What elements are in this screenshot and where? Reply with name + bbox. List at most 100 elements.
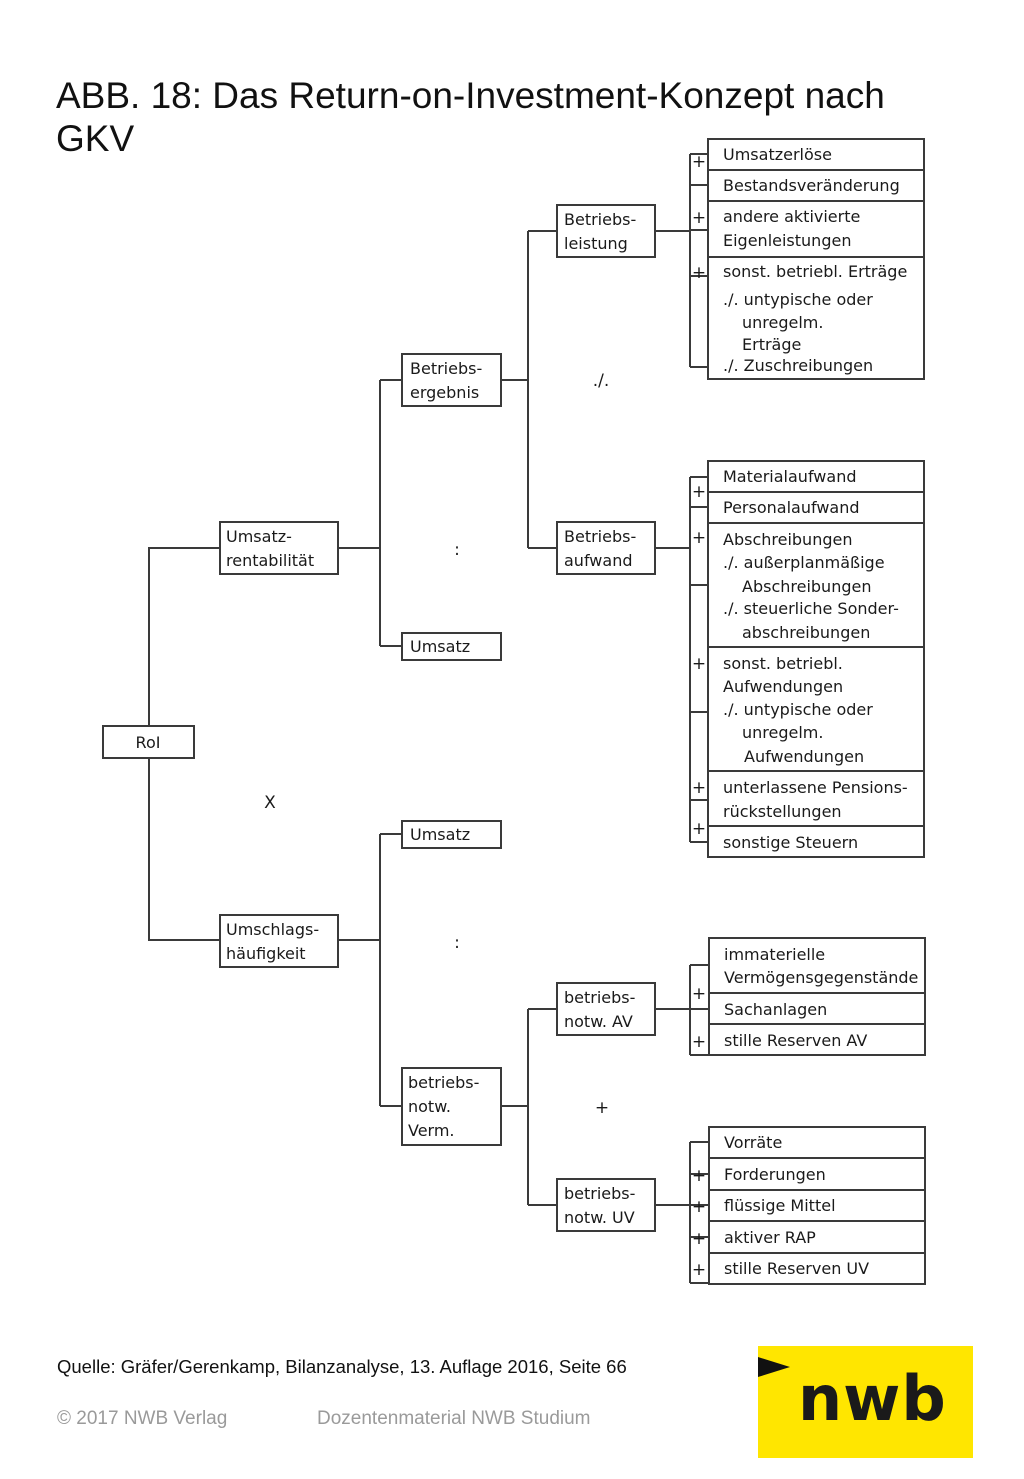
av-item-list: immaterielle Vermögensgegenstände Sachan… bbox=[692, 937, 926, 1056]
item-abschreibungen: Abschreibungen bbox=[723, 530, 852, 549]
svg-text:+: + bbox=[692, 819, 706, 839]
item-aktiver-rap: aktiver RAP bbox=[724, 1228, 816, 1247]
svg-text:Umsatz-: Umsatz- bbox=[226, 527, 292, 546]
item-vorraete: Vorräte bbox=[724, 1133, 782, 1152]
nwb-logo: nwb bbox=[758, 1346, 973, 1458]
svg-text:häufigkeit: häufigkeit bbox=[226, 944, 306, 963]
connector-uv-items bbox=[655, 1141, 708, 1284]
connector-leistung-items bbox=[655, 153, 708, 368]
operator-plus: + bbox=[595, 1098, 609, 1118]
svg-text:notw. AV: notw. AV bbox=[564, 1012, 633, 1031]
node-betriebsnotw-vermoegen: betriebs- notw. Verm. bbox=[401, 1067, 502, 1146]
svg-text:Umsatz: Umsatz bbox=[410, 637, 470, 656]
item-forderungen: Forderungen bbox=[724, 1165, 826, 1184]
svg-text:Aufwendungen: Aufwendungen bbox=[723, 677, 843, 696]
svg-text:betriebs-: betriebs- bbox=[564, 1184, 635, 1203]
title-occlusion bbox=[140, 126, 700, 166]
pointer-arrow-icon bbox=[758, 1357, 790, 1377]
node-betriebsnotw-uv: betriebs- notw. UV bbox=[556, 1178, 656, 1232]
connector-av-items bbox=[655, 964, 708, 1056]
connector-vermoegen-split bbox=[501, 1008, 557, 1206]
svg-text:./. untypische oder: ./. untypische oder bbox=[723, 700, 873, 719]
operator-minus: ./. bbox=[593, 371, 610, 391]
svg-text:+: + bbox=[692, 1260, 706, 1280]
svg-text:betriebs-: betriebs- bbox=[564, 988, 635, 1007]
svg-text:Betriebs-: Betriebs- bbox=[410, 359, 482, 378]
svg-text:notw. UV: notw. UV bbox=[564, 1208, 635, 1227]
svg-text:Verm.: Verm. bbox=[408, 1121, 455, 1140]
footer-copyright: © 2017 NWB Verlag bbox=[57, 1408, 228, 1429]
node-roi: RoI bbox=[102, 725, 195, 759]
item-sonstige-steuern: sonstige Steuern bbox=[723, 833, 858, 852]
svg-text:+: + bbox=[692, 984, 706, 1004]
node-betriebsleistung: Betriebs- leistung bbox=[556, 204, 656, 258]
svg-text:leistung: leistung bbox=[564, 234, 628, 253]
item-stille-reserven-uv: stille Reserven UV bbox=[724, 1259, 869, 1278]
connector-rentabilitaet-split bbox=[379, 379, 402, 647]
item-aktivierte-eigenleistungen: andere aktivierte bbox=[723, 207, 860, 226]
operator-divide-bottom: : bbox=[454, 933, 460, 953]
svg-text:+: + bbox=[692, 208, 706, 228]
svg-text:./. steuerliche Sonder-: ./. steuerliche Sonder- bbox=[723, 599, 899, 618]
svg-text:rückstellungen: rückstellungen bbox=[723, 802, 842, 821]
svg-text:Umsatz: Umsatz bbox=[410, 825, 470, 844]
operator-divide-top: : bbox=[454, 540, 460, 560]
svg-text:Abschreibungen: Abschreibungen bbox=[742, 577, 871, 596]
item-materialaufwand: Materialaufwand bbox=[723, 467, 856, 486]
connector-aufwand-items bbox=[655, 476, 708, 843]
node-betriebsaufwand: Betriebs- aufwand bbox=[556, 521, 656, 575]
page-title: ABB. 18: Das Return-on-Investment-Konzep… bbox=[56, 75, 885, 159]
connector-roi-umschlag bbox=[148, 758, 220, 941]
node-umsatz-top: Umsatz bbox=[401, 632, 502, 661]
svg-text:+: + bbox=[692, 528, 706, 548]
node-betriebsergebnis: Betriebs- ergebnis bbox=[401, 353, 502, 407]
svg-text:aufwand: aufwand bbox=[564, 551, 632, 570]
footer-material: Dozentenmaterial NWB Studium bbox=[317, 1408, 591, 1429]
svg-text:unregelm.: unregelm. bbox=[742, 723, 823, 742]
item-fluessige-mittel: flüssige Mittel bbox=[724, 1196, 836, 1215]
svg-text:Vermögensgegenstände: Vermögensgegenstände bbox=[724, 968, 918, 987]
connector-lines bbox=[148, 153, 708, 1284]
svg-text:+: + bbox=[692, 152, 706, 172]
svg-text:betriebs-: betriebs- bbox=[408, 1073, 479, 1092]
svg-text:Umschlags-: Umschlags- bbox=[226, 920, 319, 939]
svg-text:Aufwendungen: Aufwendungen bbox=[744, 747, 864, 766]
connector-umschlag-split bbox=[379, 833, 402, 1107]
uv-item-list: Vorräte Forderungen flüssige Mittel akti… bbox=[692, 1126, 926, 1285]
item-immaterielle: immaterielle bbox=[724, 945, 825, 964]
item-pensionsrueckstellungen: unterlassene Pensions- bbox=[723, 778, 908, 797]
item-sonst-aufwendungen: sonst. betriebl. bbox=[723, 654, 843, 673]
node-umschlagshaeufigkeit: Umschlags- häufigkeit bbox=[219, 914, 339, 968]
item-bestandsveraenderung: Bestandsveränderung bbox=[723, 176, 900, 195]
svg-text:Betriebs-: Betriebs- bbox=[564, 527, 636, 546]
svg-text:rentabilität: rentabilität bbox=[226, 551, 314, 570]
svg-text:./. Zuschreibungen: ./. Zuschreibungen bbox=[723, 356, 873, 375]
svg-text:Eigenleistungen: Eigenleistungen bbox=[723, 231, 851, 250]
svg-text:+: + bbox=[692, 778, 706, 798]
aufwand-item-list: Materialaufwand Personalaufwand Abschrei… bbox=[692, 460, 925, 858]
svg-text:abschreibungen: abschreibungen bbox=[742, 623, 870, 642]
nwb-logo-text: nwb bbox=[798, 1362, 947, 1435]
svg-text:Erträge: Erträge bbox=[742, 335, 801, 354]
roi-tree-diagram: RoI Umsatz- rentabilität Umschlags- häuf… bbox=[102, 138, 926, 1285]
operator-multiply: X bbox=[264, 793, 276, 813]
item-personalaufwand: Personalaufwand bbox=[723, 498, 860, 517]
connector-ergebnis-split bbox=[501, 230, 557, 549]
svg-text:./. untypische oder: ./. untypische oder bbox=[723, 290, 873, 309]
source-citation: Quelle: Gräfer/Gerenkamp, Bilanzanalyse,… bbox=[57, 1356, 627, 1377]
node-umsatzrentabilitaet: Umsatz- rentabilität bbox=[219, 521, 339, 575]
svg-text:+: + bbox=[692, 1166, 706, 1186]
connector-roi-rentabilitaet bbox=[148, 547, 220, 726]
node-betriebsnotw-av: betriebs- notw. AV bbox=[556, 982, 656, 1036]
node-umsatz-bottom: Umsatz bbox=[401, 820, 502, 849]
svg-text:+: + bbox=[692, 654, 706, 674]
svg-text:+: + bbox=[692, 1032, 706, 1052]
svg-text:+: + bbox=[692, 1229, 706, 1249]
svg-text:unregelm.: unregelm. bbox=[742, 313, 823, 332]
node-roi-label: RoI bbox=[136, 733, 161, 752]
svg-text:+: + bbox=[692, 263, 706, 283]
leistung-item-list: Umsatzerlöse Bestandsveränderung andere … bbox=[692, 138, 925, 380]
svg-text:ergebnis: ergebnis bbox=[410, 383, 479, 402]
svg-text:./. außerplanmäßige: ./. außerplanmäßige bbox=[723, 553, 885, 572]
item-sachanlagen: Sachanlagen bbox=[724, 1000, 827, 1019]
